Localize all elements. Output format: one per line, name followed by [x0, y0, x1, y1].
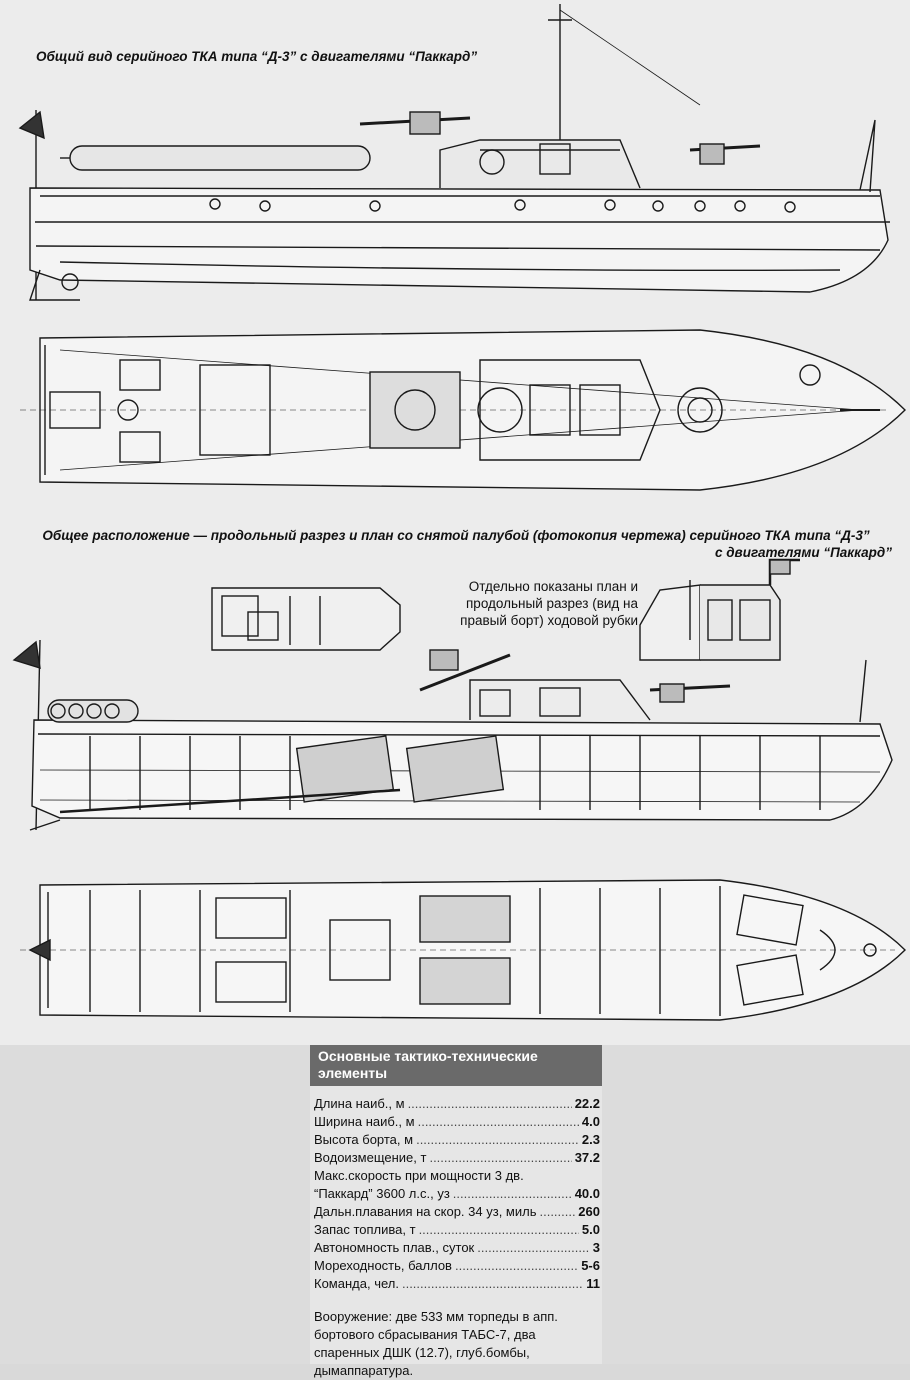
spec-label: Макс.скорость при мощности 3 дв.: [314, 1168, 524, 1183]
boat-drawings: [12, 4, 906, 1021]
spec-leader-dots: [477, 1239, 590, 1257]
deck-plan-view: [20, 329, 906, 491]
spec-value: 4.0: [581, 1114, 600, 1129]
spec-row: Макс.скорость при мощности 3 дв.: [314, 1167, 600, 1185]
spec-value: 5.0: [581, 1222, 600, 1237]
spec-row: Водоизмещение, т 37.2: [314, 1149, 600, 1167]
spec-row: Высота борта, м 2.3: [314, 1131, 600, 1149]
spec-label: Автономность плав., суток: [314, 1240, 475, 1255]
caption-general-view: Общий вид серийного ТКА типа “Д-3” с дви…: [36, 49, 478, 64]
left-margin: [0, 1045, 310, 1364]
spec-value: 40.0: [574, 1186, 600, 1201]
spec-leader-dots: [539, 1203, 575, 1221]
spec-row: Автономность плав., суток 3: [314, 1239, 600, 1257]
cabin-plan: [211, 587, 401, 651]
spec-value: 3: [592, 1240, 600, 1255]
spec-row: Длина наиб., м 22.2: [314, 1095, 600, 1113]
spec-label: Ширина наиб., м: [314, 1114, 415, 1129]
caption-general-layout: Общее расположение — продольный разрез и…: [14, 527, 898, 561]
spec-leader-dots: [455, 1257, 578, 1275]
caption-layout-line1: Общее расположение — продольный разрез и…: [42, 528, 870, 543]
cabin-note: Отдельно показаны план и продольный разр…: [460, 579, 638, 628]
spec-label: Дальн.плавания на скор. 34 уз, миль: [314, 1204, 537, 1219]
technical-drawing: Общий вид серийного ТКА типа “Д-3” с дви…: [0, 0, 910, 1045]
spec-leader-dots: [419, 1221, 579, 1239]
spec-value: 22.2: [574, 1096, 600, 1111]
spec-row: Команда, чел. 11: [314, 1275, 600, 1293]
right-margin: [602, 1045, 910, 1364]
side-view-exterior: [18, 4, 890, 301]
spec-row: Ширина наиб., м 4.0: [314, 1113, 600, 1131]
spec-label: “Паккард” 3600 л.с., уз: [314, 1186, 450, 1201]
spec-label: Водоизмещение, т: [314, 1150, 427, 1165]
spec-leader-dots: [408, 1095, 572, 1113]
spec-label: Мореходность, баллов: [314, 1258, 452, 1273]
spec-label: Команда, чел.: [314, 1276, 399, 1291]
spec-label: Запас топлива, т: [314, 1222, 416, 1237]
spec-row: Дальн.плавания на скор. 34 уз, миль 260: [314, 1203, 600, 1221]
below-deck-plan: [20, 879, 906, 1021]
longitudinal-section: [12, 639, 893, 831]
spec-row: Запас топлива, т 5.0: [314, 1221, 600, 1239]
spec-leader-dots: [418, 1113, 579, 1131]
spec-value: 37.2: [574, 1150, 600, 1165]
specs-title: Основные тактико-технические элементы: [318, 1048, 538, 1081]
caption-layout-line2: с двигателями “Паккард”: [714, 545, 892, 560]
spec-value: 5-6: [581, 1258, 600, 1273]
spec-value: 2.3: [581, 1132, 600, 1147]
specs-panel: Основные тактико-технические элементы Дл…: [310, 1045, 602, 1378]
spec-leader-dots: [429, 1149, 571, 1167]
spec-leader-dots: [416, 1131, 579, 1149]
spec-value: 11: [586, 1276, 600, 1291]
spec-leader-dots: [453, 1185, 572, 1203]
spec-label: Высота борта, м: [314, 1132, 414, 1147]
cabin-section: [639, 558, 800, 661]
spec-value: 260: [578, 1204, 600, 1219]
spec-row: Мореходность, баллов 5-6: [314, 1257, 600, 1275]
specs-header: Основные тактико-технические элементы: [310, 1045, 602, 1086]
spec-row: “Паккард” 3600 л.с., уз 40.0: [314, 1185, 600, 1203]
spec-label: Длина наиб., м: [314, 1096, 405, 1111]
armament-text: Вооружение: две 533 мм торпеды в апп. бо…: [314, 1309, 558, 1378]
spec-leader-dots: [402, 1275, 583, 1293]
